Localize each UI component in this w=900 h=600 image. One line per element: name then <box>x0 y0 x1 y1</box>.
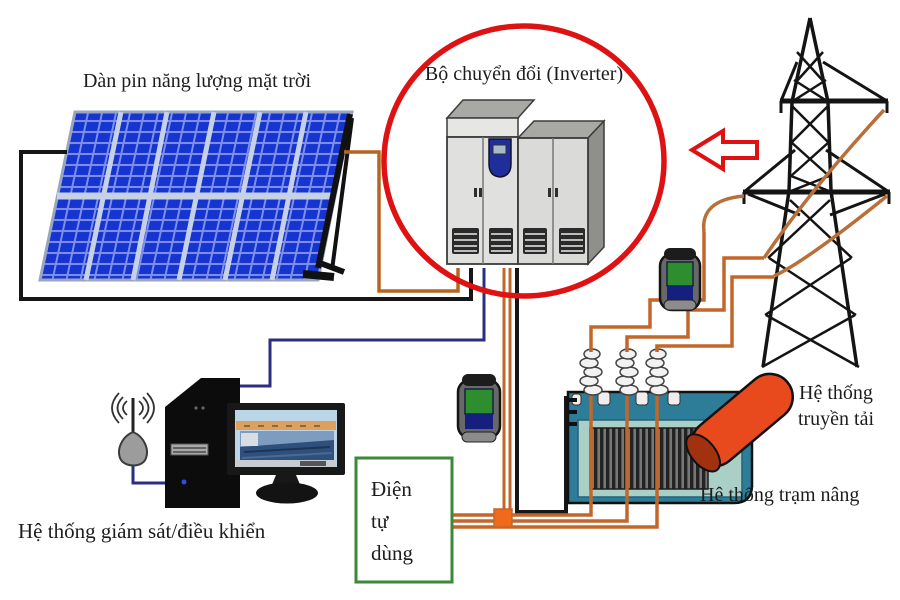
monitor <box>227 403 345 504</box>
inverter-label: Bộ chuyển đổi (Inverter) <box>425 63 623 85</box>
tower-lattice <box>761 51 860 369</box>
monitoring-label: Hệ thống giám sát/điều khiển <box>18 519 266 543</box>
transformer-insulators <box>579 348 669 396</box>
meter-left-band <box>465 414 493 429</box>
transformer-bolts <box>569 398 577 426</box>
meter-left-screen <box>464 388 494 415</box>
conductor-3 <box>701 194 745 233</box>
tower-arm-braces <box>742 60 891 217</box>
inverter-vents <box>452 228 585 254</box>
highlight-circle <box>381 23 667 299</box>
dc-orange-wire <box>344 150 460 293</box>
pointer-arrow-icon <box>688 127 759 173</box>
meter-right-band <box>667 286 693 300</box>
self-use-box: Điện tự dùng <box>354 456 454 584</box>
self-use-label-line2: tự <box>371 509 389 533</box>
pc-tower <box>165 378 240 508</box>
radio-waves-icon <box>111 392 155 424</box>
antenna-wire <box>131 466 166 485</box>
meter-right <box>658 248 702 312</box>
solar-panel-gridlines <box>57 111 335 281</box>
conductor-2 <box>773 194 889 278</box>
self-use-label-line1: Điện <box>371 477 412 501</box>
solar-array-label: Dàn pin năng lượng mặt trời <box>83 70 312 92</box>
inverter-cabinet <box>445 99 606 266</box>
conductor-1 <box>762 108 886 259</box>
staircase-wire-3 <box>655 275 774 352</box>
wire-junction <box>493 508 513 528</box>
tower-conductors <box>701 108 889 278</box>
meter-right-screen <box>666 261 694 287</box>
transmission-tower <box>742 17 891 369</box>
meter-left <box>456 374 502 443</box>
solar-panel-support-leg <box>302 113 354 281</box>
tower-mast <box>761 17 859 368</box>
inverter-display-screen <box>492 144 507 155</box>
antenna <box>111 392 155 467</box>
pc-drive-slot <box>170 443 209 456</box>
step-up-station-label: Hệ thống trạm nâng <box>700 484 859 506</box>
self-use-label-line3: dùng <box>371 541 414 565</box>
monitor-stand-base <box>256 482 318 504</box>
monitoring-computer <box>111 378 345 508</box>
inverter-door-handles <box>474 188 558 197</box>
pc-power-led <box>181 479 187 485</box>
transmission-label-line2: truyền tải <box>798 408 875 430</box>
phase-wire-3 <box>452 394 659 529</box>
tower-crossarms <box>743 98 890 195</box>
transformer-cylinder <box>685 372 795 473</box>
solar-panel <box>38 110 354 282</box>
control-blue-wire <box>240 268 486 388</box>
transmission-label-line1: Hệ thống <box>799 382 873 404</box>
staircase-wire-1 <box>589 232 706 352</box>
ac-black-wire <box>515 268 568 514</box>
